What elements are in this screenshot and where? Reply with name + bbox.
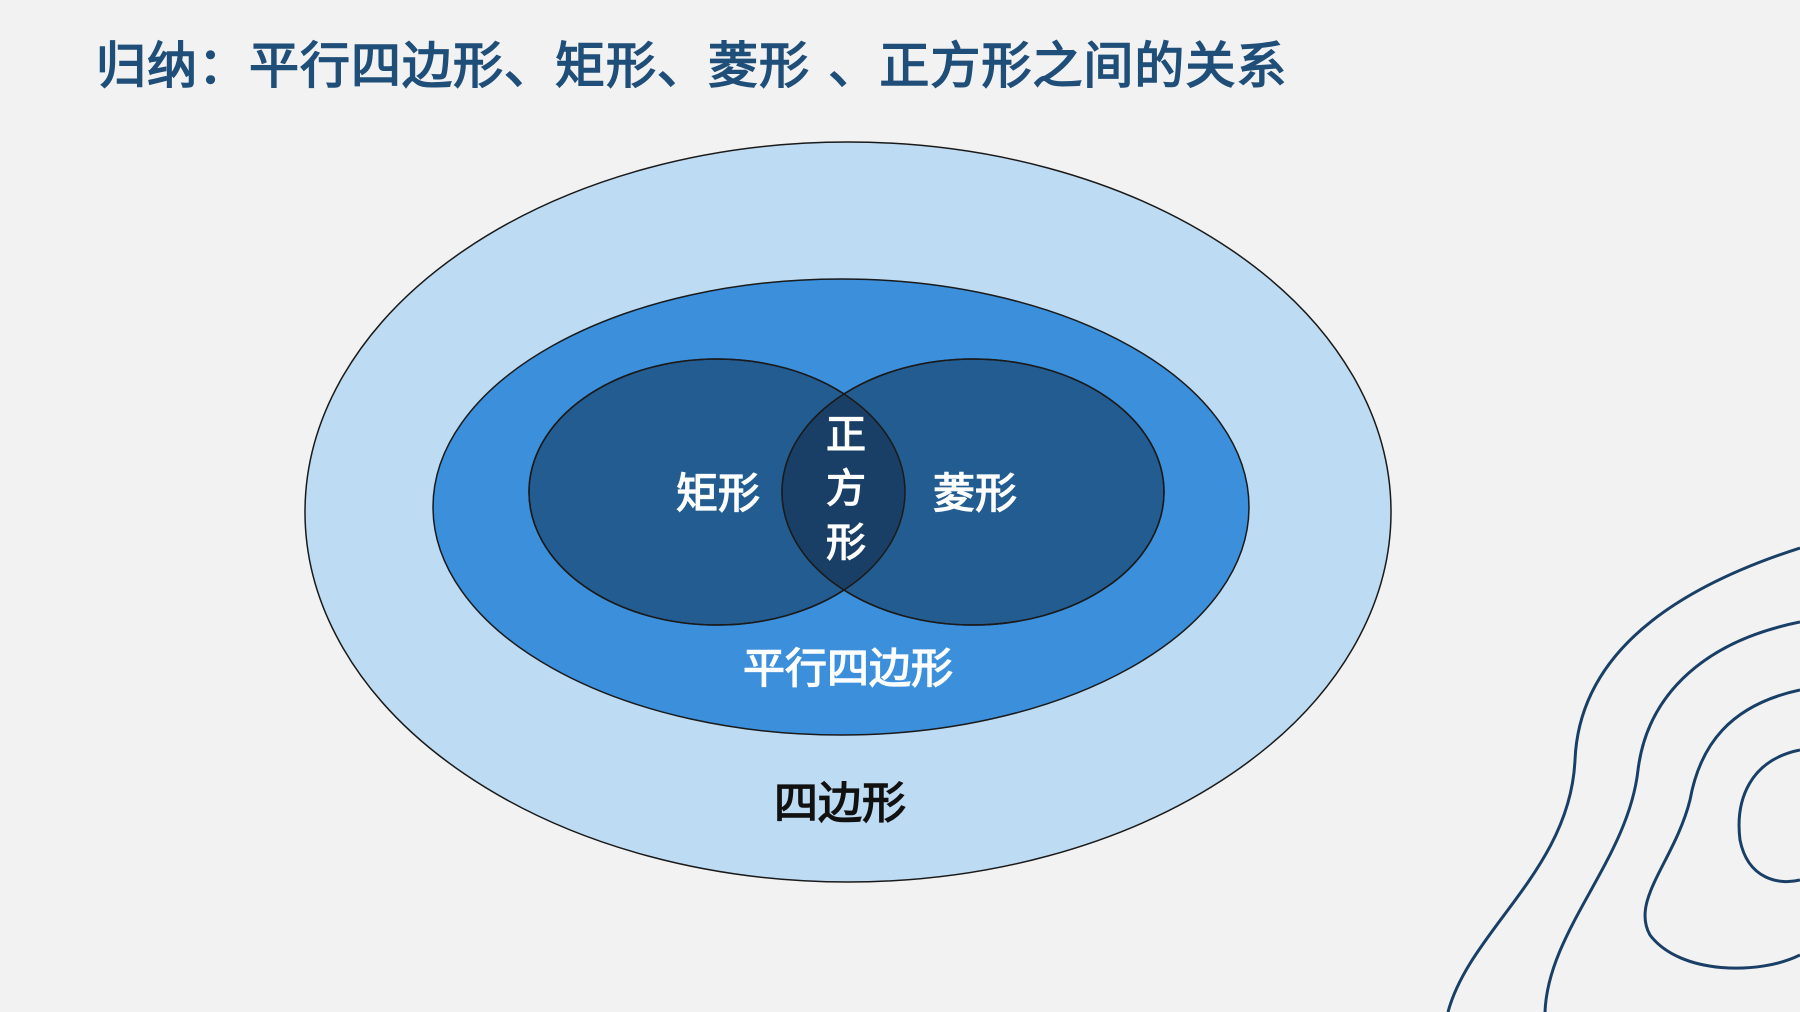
square-label-line-1: 正 [826, 412, 866, 458]
parallelogram-label: 平行四边形 [743, 644, 953, 693]
quadrilateral-label: 四边形 [774, 778, 906, 829]
square-label-line-3: 形 [826, 520, 866, 566]
rhombus-outline [781, 358, 1165, 626]
square-overlap-region [782, 359, 905, 625]
rhombus-label: 菱形 [933, 469, 1017, 518]
contour-line-3 [1643, 688, 1800, 970]
contour-line-4 [1737, 748, 1800, 884]
contour-line-2 [1543, 620, 1800, 1012]
square-label-line-2: 方 [826, 466, 866, 512]
page-title: 归纳：平行四边形、矩形、菱形 、正方形之间的关系 [96, 37, 1288, 95]
rectangle-outline [528, 358, 906, 626]
contour-line-1 [1446, 546, 1800, 1012]
rectangle-label: 矩形 [676, 469, 760, 518]
